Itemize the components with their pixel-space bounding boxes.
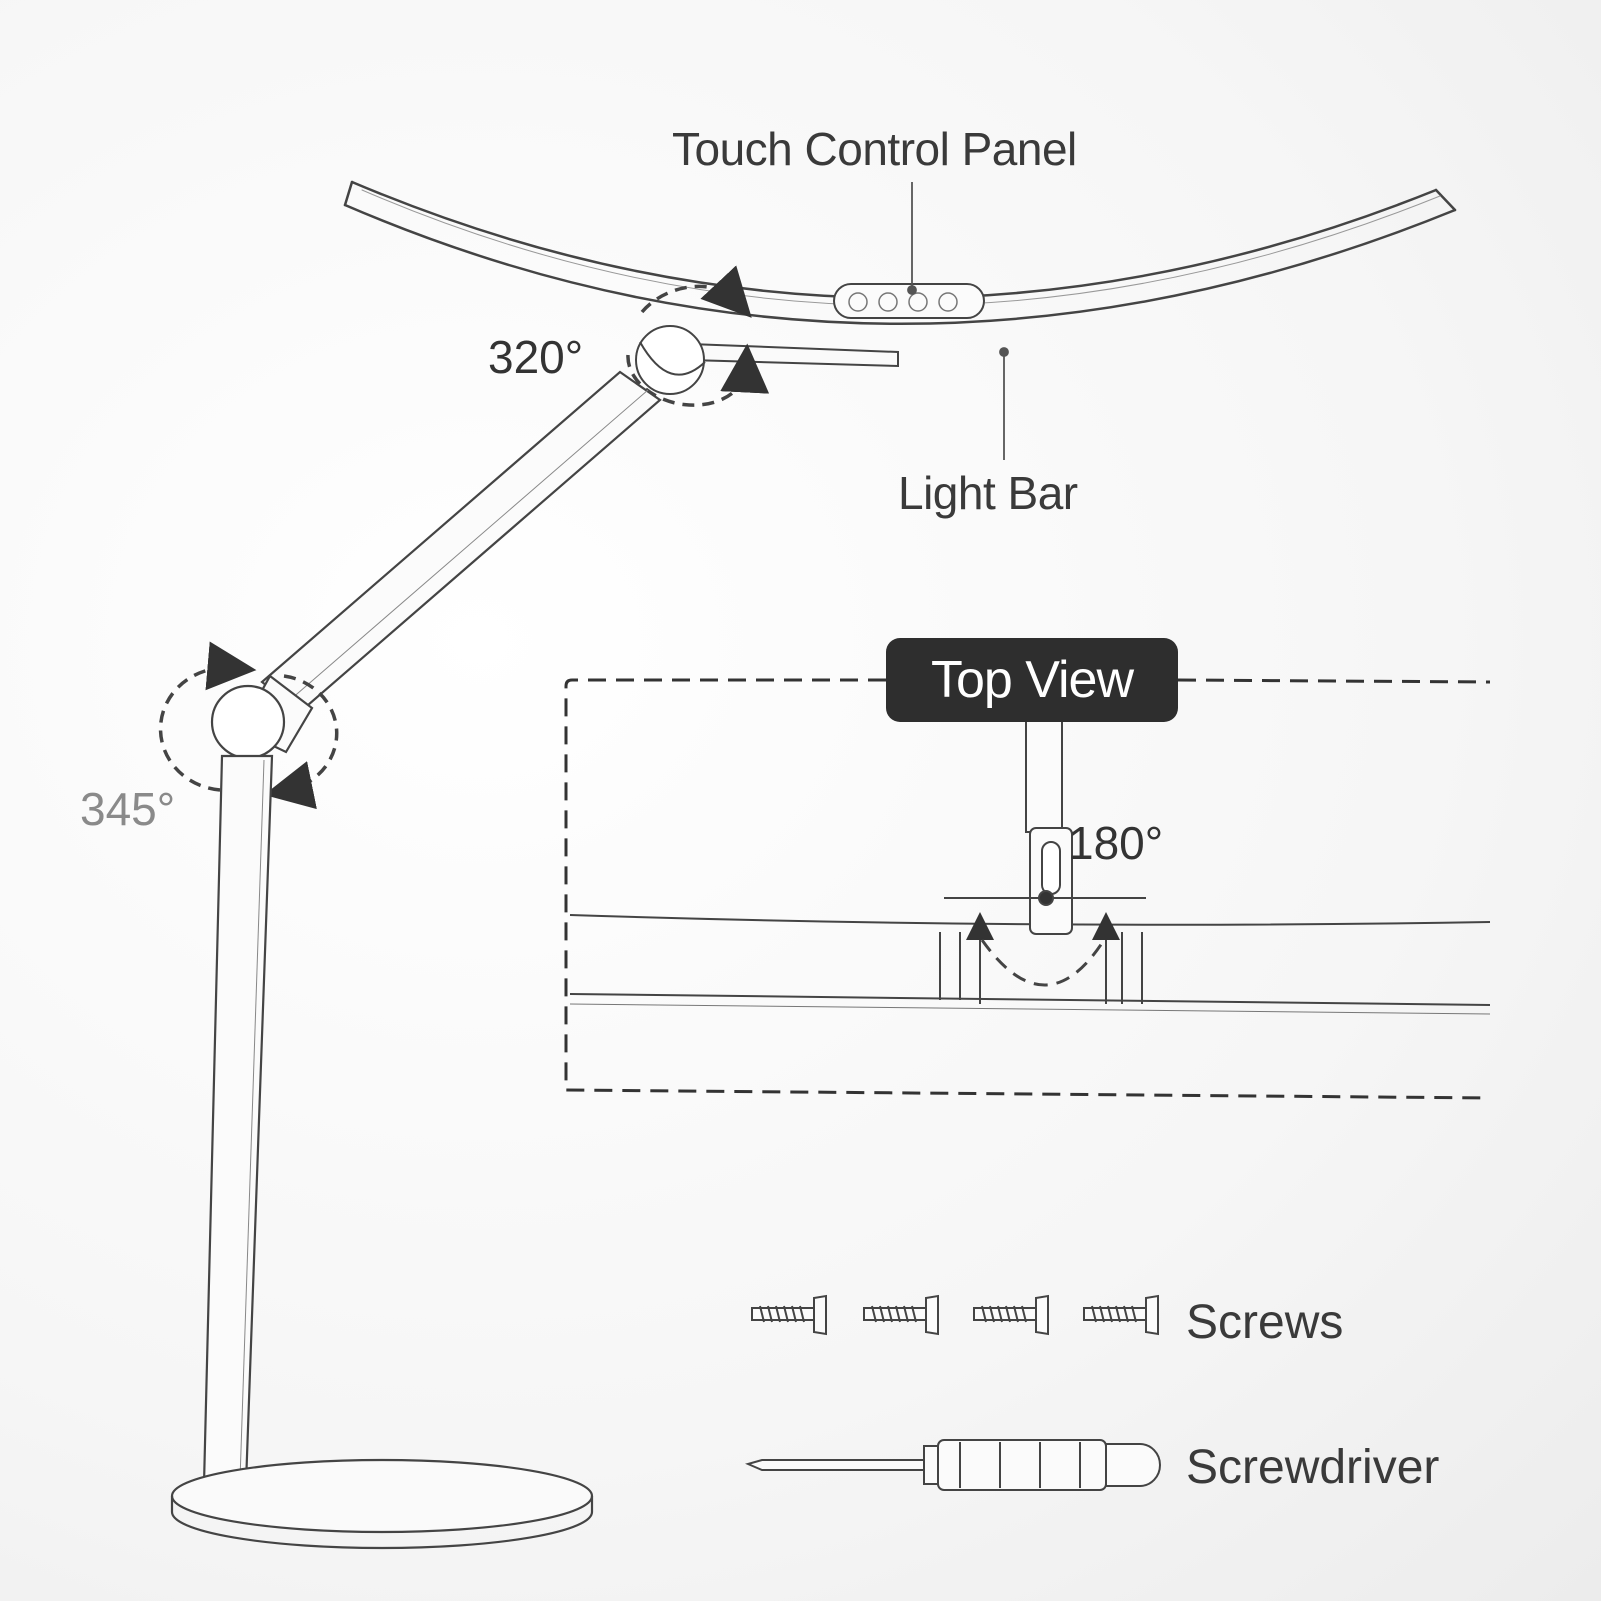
- light-bar-label: Light Bar: [898, 467, 1078, 519]
- lower-joint: [158, 641, 339, 810]
- lamp-pole: [202, 754, 274, 1486]
- screwdriver-icon: [745, 1439, 1161, 1491]
- screw-icon: [1083, 1294, 1159, 1336]
- screws: [751, 1294, 1159, 1336]
- screwdriver-label: Screwdriver: [1186, 1441, 1440, 1494]
- brightness-up-icon: [938, 292, 958, 312]
- mode-icon: [878, 292, 898, 312]
- brightness-down-icon: [908, 292, 928, 312]
- screw-icon: [863, 1294, 939, 1336]
- lamp-arm: [260, 370, 662, 714]
- upper-joint: [626, 265, 770, 407]
- leader-lines: [907, 182, 1009, 460]
- screw-icon: [973, 1294, 1049, 1336]
- power-icon: [848, 292, 868, 312]
- head-rotation-angle: 320°: [488, 331, 584, 383]
- top-view-badge: Top View: [886, 638, 1178, 722]
- top-view-rotation-angle: 180°: [1068, 817, 1164, 869]
- screws-label: Screws: [1186, 1296, 1344, 1349]
- lamp-base: [170, 1458, 594, 1550]
- touch-control-panel: [833, 283, 985, 319]
- touch-control-panel-label: Touch Control Panel: [672, 123, 1077, 175]
- top-view-detail: [569, 719, 1491, 1015]
- top-view-frame: [564, 678, 1491, 1100]
- head-bracket: [689, 342, 899, 368]
- screw-icon: [751, 1294, 827, 1336]
- base-rotation-angle: 345°: [80, 783, 176, 835]
